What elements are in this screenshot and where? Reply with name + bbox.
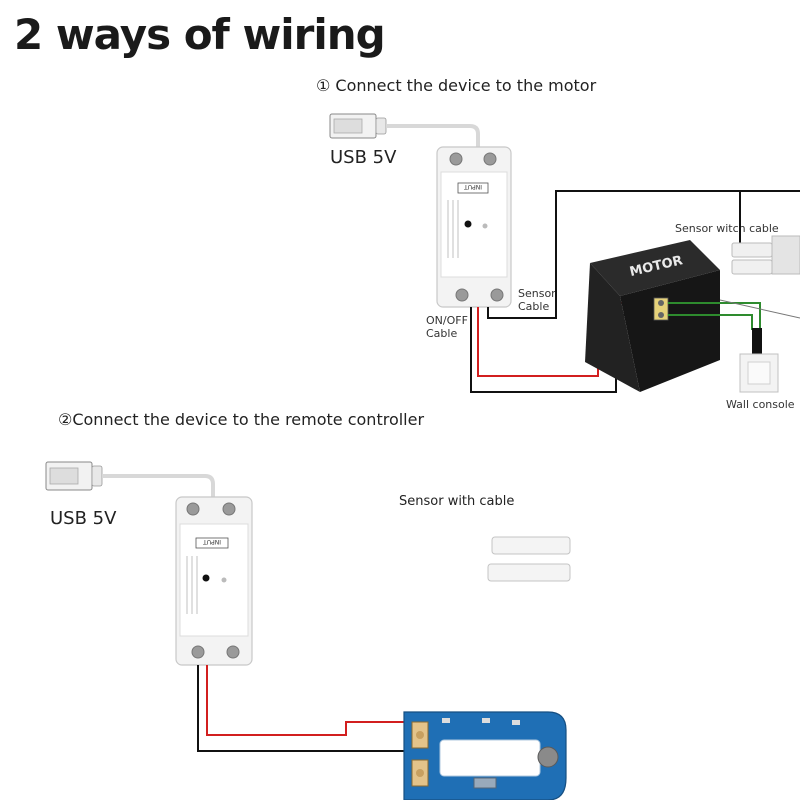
usb-plug-icon-2 (45, 461, 103, 491)
device1-input-text: INPUT (464, 183, 482, 190)
usb-label-2: USB 5V (50, 508, 117, 529)
relay-device-2: INPUT (175, 496, 253, 666)
sensor-switch-cable-label: Sensor witch cable (675, 222, 779, 235)
usb-label-1: USB 5V (330, 147, 397, 168)
motor-icon: MOTOR (585, 240, 720, 392)
wall-console-label: Wall console (726, 398, 795, 411)
door-sensor-icon-1 (731, 235, 800, 275)
wall-console-icon (739, 328, 779, 393)
relay-device-1: INPUT (436, 146, 512, 308)
page-title: 2 ways of wiring (14, 10, 386, 59)
step1-heading: ① Connect the device to the motor (316, 76, 597, 95)
onoff-cable-label: ON/OFF Cable (426, 314, 468, 340)
step2-heading: ②Connect the device to the remote contro… (58, 410, 425, 429)
remote-pcb-icon (403, 711, 567, 800)
sensor-cable-label: Sensor Cable (518, 287, 556, 313)
usb-plug-icon-1 (329, 113, 387, 139)
device2-input-text: INPUT (203, 538, 221, 545)
door-sensor-icon-2 (487, 536, 571, 582)
sensor-with-cable-label: Sensor with cable (399, 494, 515, 509)
